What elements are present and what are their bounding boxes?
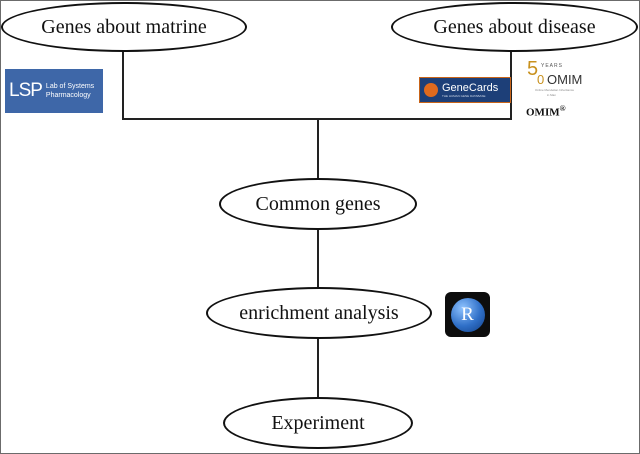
omim-logo-years: YEARS [541, 63, 563, 69]
node-common-genes: Common genes [219, 178, 417, 230]
connector-disease-down [510, 47, 512, 119]
genecards-icon [424, 83, 438, 97]
connector-common-to-enrichment [317, 227, 319, 289]
node-experiment: Experiment [223, 397, 413, 449]
genecards-logo-name: GeneCards [442, 82, 499, 94]
omim-logo-name: OMIM [547, 72, 583, 87]
omim-50-years-logo: 5 YEARS 0 OMIM Online Mendelian Inherita… [525, 59, 589, 103]
omim-logo-zero: 0 [537, 72, 545, 87]
lsp-logo-line1: Lab of Systems [45, 83, 95, 90]
r-logo-circle: R [450, 297, 485, 332]
connector-matrine-down [122, 47, 124, 119]
node-genes-about-disease-label: Genes about disease [433, 15, 596, 38]
node-experiment-label: Experiment [271, 411, 365, 434]
lsp-logo-mark: LSP [9, 80, 43, 101]
omim-logo-tag2: in Man [547, 93, 557, 97]
node-common-genes-label: Common genes [255, 192, 381, 215]
genecards-logo-sub: THE HUMAN GENE DATABASE [442, 94, 486, 98]
omim-caption-registered: ® [559, 104, 566, 113]
omim-caption: OMIM® [526, 104, 566, 119]
node-genes-about-matrine-label: Genes about matrine [41, 15, 207, 38]
omim-logo-five: 5 [527, 58, 539, 80]
node-enrichment-analysis-label: enrichment analysis [239, 301, 399, 324]
lsp-logo: LSP Lab of Systems Pharmacology [5, 69, 103, 113]
connector-to-common [317, 118, 319, 180]
omim-logo-tag1: Online Mendelian Inheritance [535, 88, 575, 92]
r-logo-letter: R [461, 303, 474, 325]
genecards-logo: GeneCards THE HUMAN GENE DATABASE [419, 77, 511, 103]
node-genes-about-disease: Genes about disease [391, 2, 638, 52]
node-enrichment-analysis: enrichment analysis [206, 287, 432, 339]
connector-enrichment-to-experiment [317, 337, 319, 399]
omim-caption-text: OMIM [526, 106, 560, 119]
lsp-logo-line2: Pharmacology [45, 92, 91, 99]
r-logo-icon: R [445, 292, 490, 337]
node-genes-about-matrine: Genes about matrine [1, 2, 247, 52]
